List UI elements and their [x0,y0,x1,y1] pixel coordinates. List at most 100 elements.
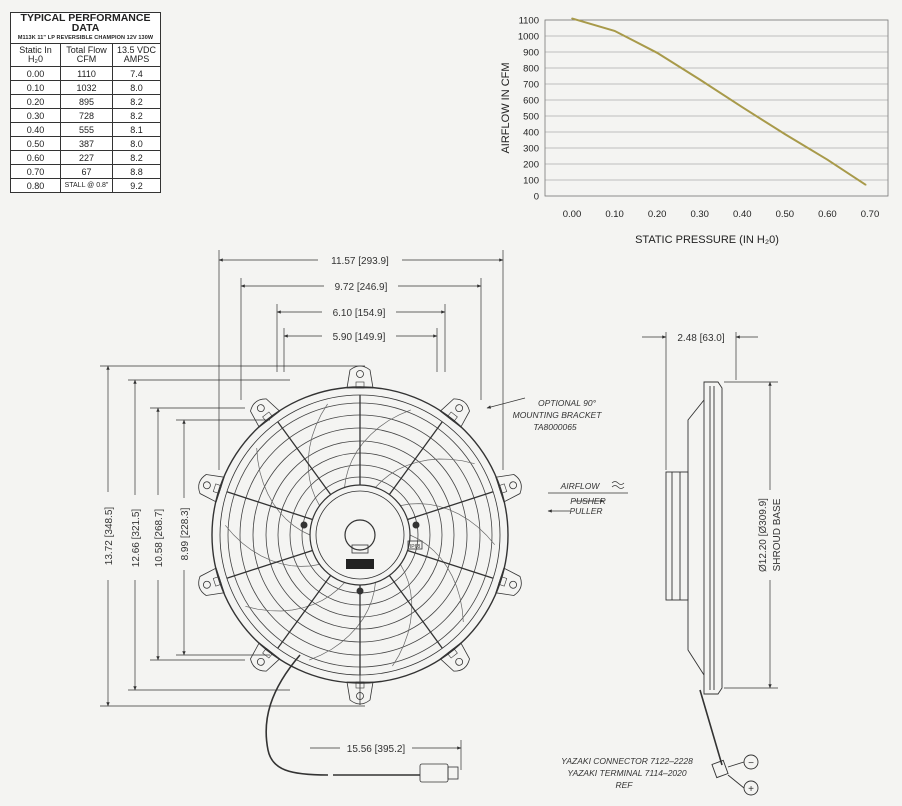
guard-spoke [388,421,443,495]
tab-hole [202,580,211,589]
tab-body [250,398,281,428]
guard-spoke [407,491,494,521]
wire-lead [265,654,329,776]
airflow-label: AIRFLOW [560,481,601,491]
tab-clip [355,381,365,389]
data-point [741,106,744,108]
shroud-taper [687,399,705,676]
y-tick-label: 1000 [518,32,539,43]
side-connector [711,759,729,779]
airflow-curve [571,17,867,186]
y-tick-label: 300 [523,144,539,155]
connector-note-3: REF [616,780,634,790]
fan-blade [245,582,345,612]
fan-blade [409,534,464,623]
data-point [698,78,701,81]
mounting-tab [439,398,470,428]
guard-spoke [226,549,313,579]
y-tick-label: 200 [523,160,539,171]
fan-blades [225,403,495,667]
dimension-lines [100,250,778,770]
fan-front-view: IP68 [198,365,522,783]
motor-bolt [412,521,420,529]
y-tick-label: 900 [523,48,539,59]
bracket-note-3: TA8000065 [533,422,577,432]
connector-plug [419,763,449,783]
data-point [784,133,786,135]
y-tick-label: 0 [534,192,539,203]
mounting-tab [250,642,281,672]
puller-label: PULLER [569,506,602,516]
tab-clip [212,576,222,587]
dim-lead-length: 15.56 [395.2] [347,744,406,755]
dim-height-4: 8.99 [228.3] [180,507,191,560]
fan-blade [307,403,328,506]
fan-blade [256,447,311,536]
side-wire [699,689,723,766]
motor-bolt [356,587,364,595]
tab-hole [455,657,464,666]
motor-housing [309,484,411,586]
x-tick-label: 0.40 [733,209,752,220]
motor-bolt [300,521,308,529]
tab-hole [256,657,265,666]
negative-symbol: − [748,758,754,769]
tab-hole [256,404,265,413]
dim-shroud-diameter: Ø12.20 [Ø309.9] [758,498,769,572]
tab-clip [262,411,274,423]
tab-body [250,642,281,672]
y-tick-label: 100 [523,176,539,187]
tab-hole [509,481,518,490]
tab-clip [498,483,508,494]
connector-note-2: YAZAKI TERMINAL 7114–2020 [567,768,686,778]
connector-note-1: YAZAKI CONNECTOR 7122–2228 [561,756,693,766]
x-tick-label: 0.60 [818,209,837,220]
fan-blade [309,582,376,661]
x-tick-label: 0.20 [648,209,667,220]
connector-tip [447,766,459,780]
shroud-profile [703,381,723,695]
tab-body [439,398,470,428]
tab-hole [356,370,364,378]
dim-depth: 2.48 [63.0] [677,333,724,344]
motor-face [315,490,405,580]
ip-badge [407,540,423,550]
fan-blade [225,525,320,567]
guard-spoke [407,549,494,579]
tab-clip [446,647,458,659]
dim-height-3: 10.58 [268.7] [154,509,165,568]
tab-clip [446,411,458,423]
tab-clip [498,576,508,587]
tab-body [439,642,470,672]
bracket-note-1: OPTIONAL 90° [538,398,597,408]
positive-symbol: + [748,784,754,795]
performance-chart: 0100200300400500600700800900100011000.00… [500,16,889,246]
data-point [571,17,573,20]
cell-amps: 9.2 [111,178,162,193]
dim-height-overall: 13.72 [348.5] [104,507,115,566]
guard-spoke [277,421,332,495]
fan-side-view [665,381,759,796]
dim-width-3: 6.10 [154.9] [333,308,386,319]
motor-side [665,471,689,601]
x-tick-label: 0.70 [861,209,880,220]
ip-badge-text: IP68 [410,544,421,550]
fan-blade [400,503,495,545]
plot-area [544,19,889,197]
bracket-note-2: MOUNTING BRACKET [513,410,603,420]
tab-body [346,365,374,389]
tab-clip [212,483,222,494]
y-axis-label: AIRFLOW IN CFM [500,62,512,153]
data-point [826,158,829,161]
